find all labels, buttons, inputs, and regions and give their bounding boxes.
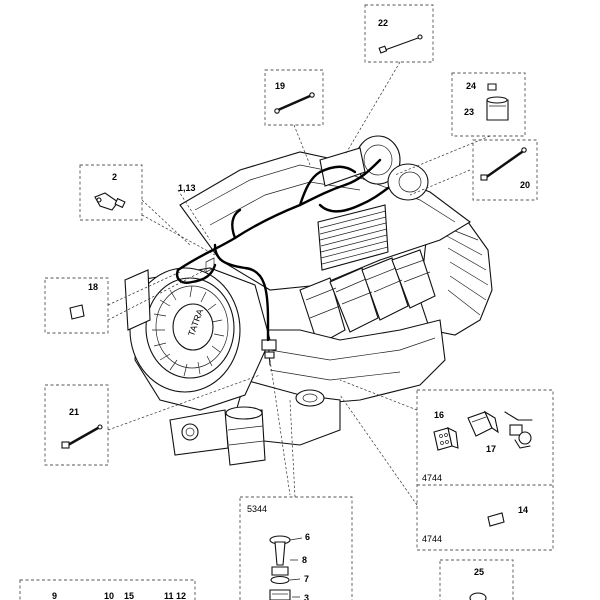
box-2 (79, 164, 143, 221)
callout-labels: 22 19 24 23 2 1,13 20 18 21 16 17 4744 1… (52, 18, 530, 600)
callout-14: 14 (518, 505, 528, 515)
callout-17: 17 (486, 444, 496, 454)
box-20 (472, 139, 538, 201)
box-sensor (239, 496, 353, 600)
callout-boxes (19, 4, 554, 600)
part-sensor-stack (269, 535, 291, 600)
part-20-cable (480, 147, 527, 181)
callout-16: 16 (434, 410, 444, 420)
part-23-relay (486, 96, 509, 121)
box-25 (439, 559, 514, 600)
callout-23: 23 (464, 107, 474, 117)
box-19 (264, 69, 324, 126)
part-21-cable (61, 424, 103, 449)
callout-15: 15 (124, 591, 134, 600)
callout-19: 19 (275, 81, 285, 91)
callout-3: 3 (304, 593, 309, 600)
part-24-pin (487, 83, 497, 91)
callout-22: 22 (378, 18, 388, 28)
code-5344: 5344 (247, 504, 267, 514)
part-14-block (487, 512, 505, 527)
callout-1-13: 1,13 (178, 183, 196, 193)
cylinder-heads (299, 249, 436, 346)
box-22 (364, 4, 434, 63)
callout-6: 6 (305, 532, 310, 542)
part-19-cable (274, 92, 315, 114)
part-2-sensor (94, 192, 126, 211)
callout-25: 25 (474, 567, 484, 577)
part-17-connector (467, 410, 499, 437)
box-connectors (416, 389, 554, 551)
callout-18: 18 (88, 282, 98, 292)
code-4744-top: 4744 (422, 473, 442, 483)
part-18-connector (69, 304, 85, 320)
callout-20: 20 (520, 180, 530, 190)
callout-7: 7 (304, 574, 309, 584)
code-4744-bottom: 4744 (422, 534, 442, 544)
part-22-cable (378, 34, 423, 54)
leader-lines (107, 61, 491, 506)
part-16-connector (433, 426, 459, 451)
cooling-fan: TATRA (129, 267, 271, 411)
callout-11-12: 11 12 (164, 591, 186, 600)
callout-8: 8 (302, 555, 307, 565)
wiring-harness (176, 158, 390, 342)
box-18 (44, 277, 109, 334)
callout-21: 21 (69, 407, 79, 417)
box-bottom-left (19, 579, 196, 600)
callout-24: 24 (466, 81, 476, 91)
callout-9: 9 (52, 591, 57, 600)
part-plug-assembly (504, 411, 533, 449)
callout-2: 2 (112, 172, 117, 182)
callout-10: 10 (104, 591, 114, 600)
part-25 (469, 592, 487, 600)
box-23-24 (451, 72, 526, 137)
